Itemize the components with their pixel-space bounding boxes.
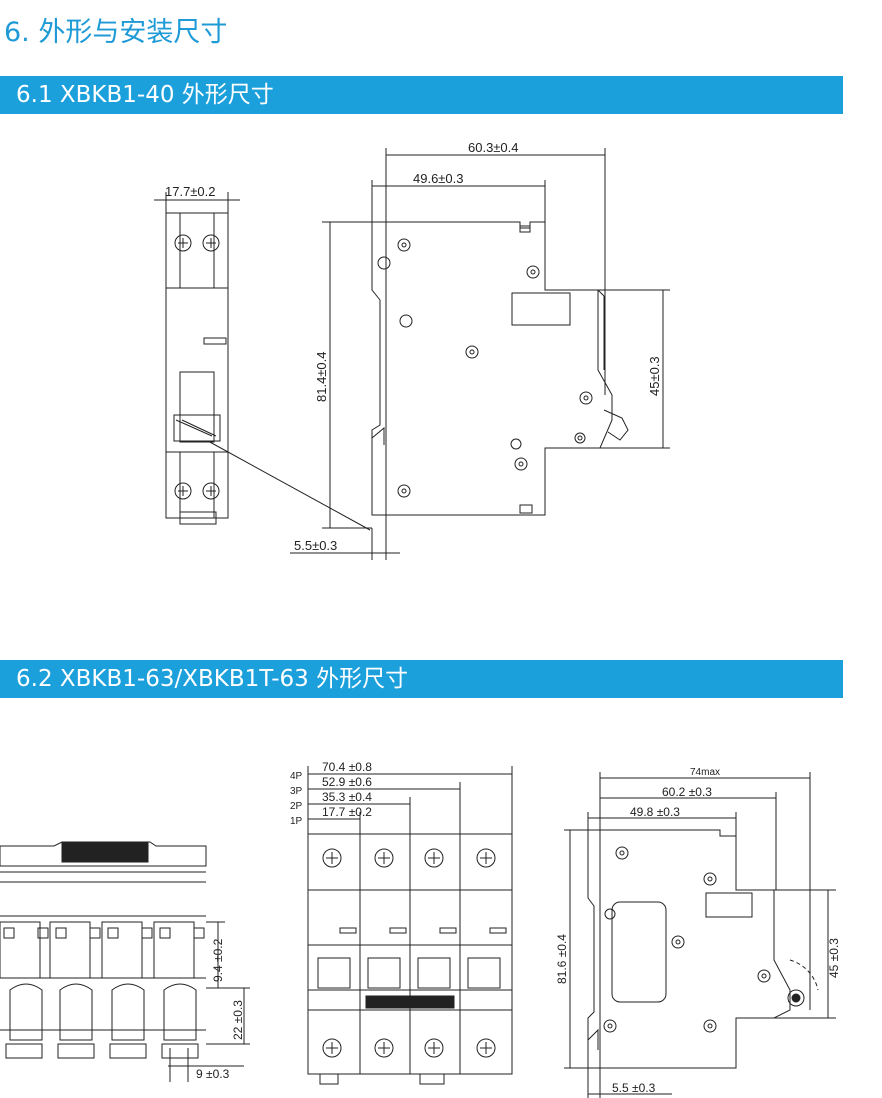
dim-width-3p: 52.9 ±0.6 <box>322 775 372 789</box>
dim-width-1p: 17.7 ±0.2 <box>322 805 372 819</box>
dim-bottom-width: 9 ±0.3 <box>196 1067 230 1081</box>
dim-width-4p: 70.4 ±0.8 <box>322 760 372 774</box>
dim-width-1p: 17.7±0.2 <box>165 184 216 199</box>
dim-front-height-1p: 45±0.3 <box>647 356 662 396</box>
dim-pitch: 9.4 ±0.2 <box>211 938 225 982</box>
section-1-header: 6.1 XBKB1-40 外形尺寸 <box>0 76 843 114</box>
dim-max-depth: 74max <box>690 767 720 778</box>
dim-rail-offset-63: 5.5 ±0.3 <box>612 1081 656 1095</box>
pole-label-3p: 3P <box>290 786 303 797</box>
pole-label-1p: 1P <box>290 816 303 827</box>
dim-width-2p: 35.3 ±0.4 <box>322 790 372 804</box>
front-view-1p <box>154 192 371 531</box>
dim-rail-offset-1p: 5.5±0.3 <box>294 538 337 553</box>
bottom-view-4p <box>0 841 250 1082</box>
dim-front-height-63: 45 ±0.3 <box>827 938 841 978</box>
section-2-header: 6.2 XBKB1-63/XBKB1T-63 外形尺寸 <box>0 660 843 698</box>
pole-label-2p: 2P <box>290 801 303 812</box>
side-view-1p <box>290 148 670 560</box>
dim-height-1p: 81.4±0.4 <box>314 351 329 402</box>
front-view-4p <box>307 766 513 1085</box>
pole-label-4p: 4P <box>290 771 303 782</box>
side-view-63 <box>564 772 836 1098</box>
dim-terminal: 22 ±0.3 <box>231 1000 245 1040</box>
dim-depth-total-63: 60.2 ±0.3 <box>662 785 712 799</box>
dim-height-63: 81.6 ±0.4 <box>555 934 569 984</box>
dim-depth-total-1p: 60.3±0.4 <box>468 140 519 155</box>
page-title: 6. 外形与安装尺寸 <box>4 17 228 48</box>
dim-depth-rail-1p: 49.6±0.3 <box>413 171 464 186</box>
dim-depth-rail-63: 49.8 ±0.3 <box>630 805 680 819</box>
